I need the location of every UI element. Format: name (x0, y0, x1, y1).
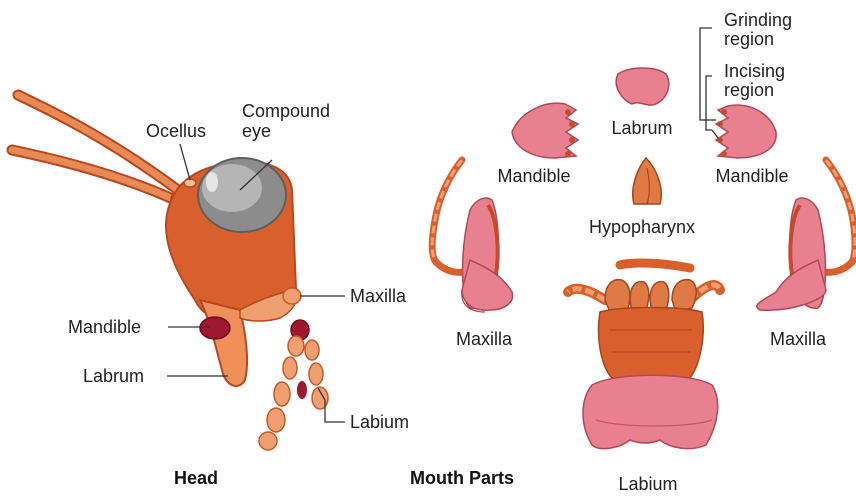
head-illustration (12, 95, 328, 450)
incising-bracket (706, 76, 712, 130)
label-labium: Labium (618, 474, 677, 494)
incising-tick (712, 130, 718, 138)
mouth-parts-title: Mouth Parts (410, 468, 514, 488)
ocellus-leader (180, 144, 190, 180)
compound-eye-shine (206, 172, 218, 192)
label-labrum: Labrum (611, 118, 672, 138)
label-hypopharynx: Hypopharynx (589, 217, 695, 237)
label-mandible-left: Mandible (497, 166, 570, 186)
ocellus-spot (184, 179, 196, 187)
label-ocellus: Ocellus (146, 121, 206, 141)
head-labium-base (297, 381, 307, 399)
label-compound-eye-2: eye (242, 121, 271, 141)
head-mandible (200, 317, 230, 339)
label-incising-1: Incising (724, 61, 785, 81)
hypopharynx-part (633, 158, 661, 204)
label-head-labium: Labium (350, 412, 409, 432)
label-maxilla-left: Maxilla (456, 329, 513, 349)
label-head-mandible: Mandible (68, 317, 141, 337)
labium-part (568, 263, 720, 449)
label-maxilla-right: Maxilla (770, 329, 827, 349)
label-incising-2: region (724, 80, 774, 100)
head-title: Head (174, 468, 218, 488)
labrum-part (616, 68, 669, 105)
label-mandible-right: Mandible (715, 166, 788, 186)
label-head-maxilla: Maxilla (350, 286, 407, 306)
label-grinding-1: Grinding (724, 10, 792, 30)
label-head-labrum: Labrum (83, 366, 144, 386)
label-grinding-2: region (724, 29, 774, 49)
label-compound-eye-1: Compound (242, 101, 330, 121)
